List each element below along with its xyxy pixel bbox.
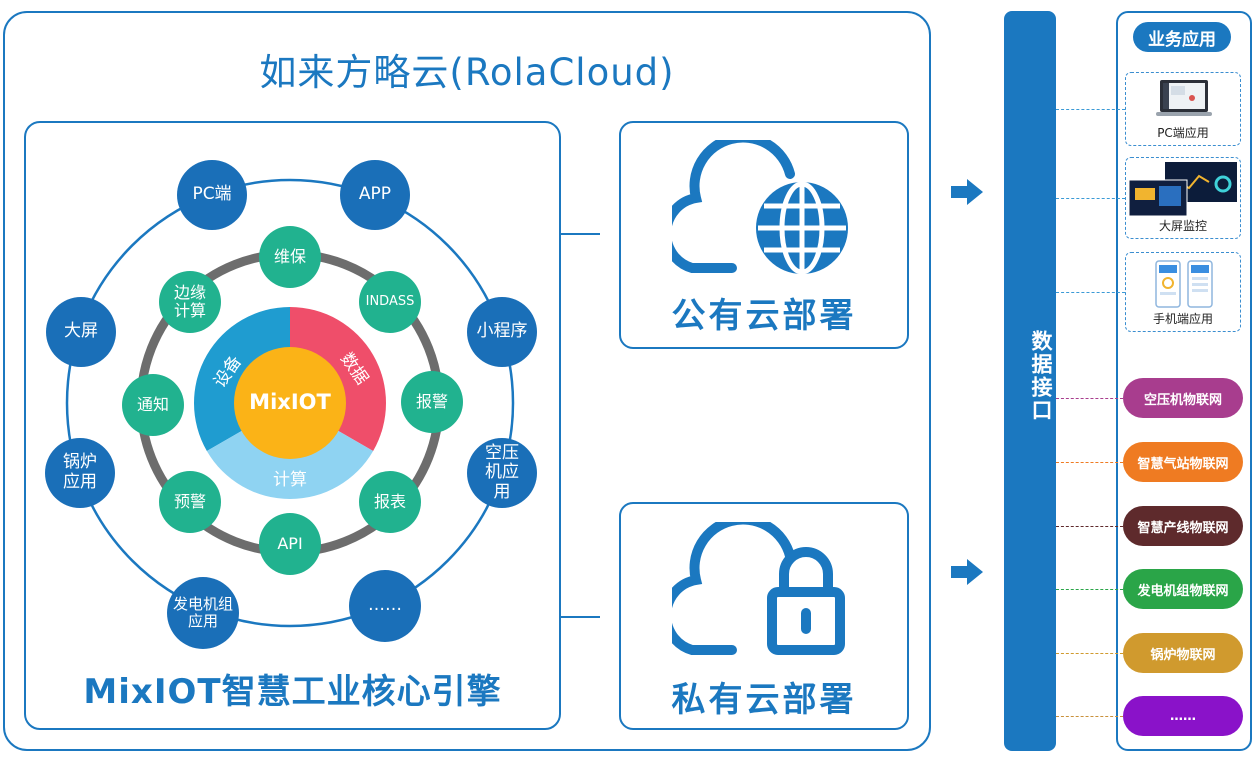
app-card-bigscreen: 大屏监控 <box>1125 157 1241 239</box>
engine-diagram <box>65 178 600 628</box>
outer-node-generator: 发电机组应用 <box>167 577 239 649</box>
connector-dash <box>1056 198 1125 199</box>
connector-dash <box>1056 109 1125 110</box>
outer-node-pc: PC端 <box>177 160 247 230</box>
dashboard-screenshot-icon <box>1129 162 1237 217</box>
pill-generator-iot: 发电机组物联网 <box>1123 569 1243 609</box>
app-card-bigscreen-label: 大屏监控 <box>1158 219 1207 233</box>
outer-node-miniprogram: 小程序 <box>467 297 537 367</box>
inner-node-warning: 预警 <box>159 471 221 533</box>
connector-dash <box>1056 716 1123 717</box>
laptop-screenshot-icon <box>1156 80 1212 116</box>
segment-label-compute: 计算 <box>273 470 307 490</box>
inner-node-alarm: 报警 <box>401 371 463 433</box>
connector-dash <box>1056 526 1123 527</box>
connector-dash <box>1056 462 1123 463</box>
outer-node-compressor: 空压机应用 <box>467 438 537 508</box>
app-card-mobile-label: 手机端应用 <box>1152 312 1213 326</box>
phone-screenshot-icon <box>1155 260 1213 308</box>
app-card-pc-label: PC端应用 <box>1157 126 1209 140</box>
center-disk <box>234 347 346 459</box>
connector-dash <box>1056 398 1123 399</box>
arrow-right-icon <box>951 179 983 205</box>
public-cloud-label: 公有云部署 <box>671 296 857 336</box>
business-apps-header: 业务应用 <box>1133 22 1231 52</box>
inner-node-maintenance: 维保 <box>259 226 321 288</box>
cloud-globe-icon <box>672 140 848 275</box>
outer-node-boiler: 锅炉应用 <box>45 438 115 508</box>
pill-gas-station-iot: 智慧气站物联网 <box>1123 442 1243 482</box>
outer-ring <box>65 178 515 628</box>
app-card-pc: PC端应用 <box>1125 72 1241 146</box>
app-card-mobile: 手机端应用 <box>1125 252 1241 332</box>
connector-dash <box>1056 653 1123 654</box>
inner-node-api: API <box>259 513 321 575</box>
cloud-lock-icon <box>672 522 845 655</box>
pill-production-line-iot: 智慧产线物联网 <box>1123 506 1243 546</box>
pill-more: …… <box>1123 696 1243 736</box>
pill-boiler-iot: 锅炉物联网 <box>1123 633 1243 673</box>
core-engine-title: MixIOT智慧工业核心引擎 <box>83 672 502 712</box>
private-cloud-label: 私有云部署 <box>671 680 857 720</box>
outer-node-bigscreen: 大屏 <box>46 297 116 367</box>
platform-title: 如来方略云(RolaCloud) <box>259 51 675 94</box>
data-interface-bar <box>1004 11 1056 751</box>
data-interface-label: 数据接口 <box>1029 330 1053 422</box>
pill-compressor-iot: 空压机物联网 <box>1123 378 1243 418</box>
connector-dash <box>1056 589 1123 590</box>
arrow-right-icon <box>951 559 983 585</box>
inner-node-report: 报表 <box>359 471 421 533</box>
outer-node-app: APP <box>340 160 410 230</box>
center-label: MixIOT <box>249 390 331 414</box>
outer-node-more: …… <box>349 570 421 642</box>
inner-node-notify: 通知 <box>122 374 184 436</box>
connector-dash <box>1056 292 1125 293</box>
private-cloud-box <box>619 502 909 730</box>
inner-node-edge: 边缘计算 <box>159 271 221 333</box>
inner-node-indass: INDASS <box>359 271 421 333</box>
